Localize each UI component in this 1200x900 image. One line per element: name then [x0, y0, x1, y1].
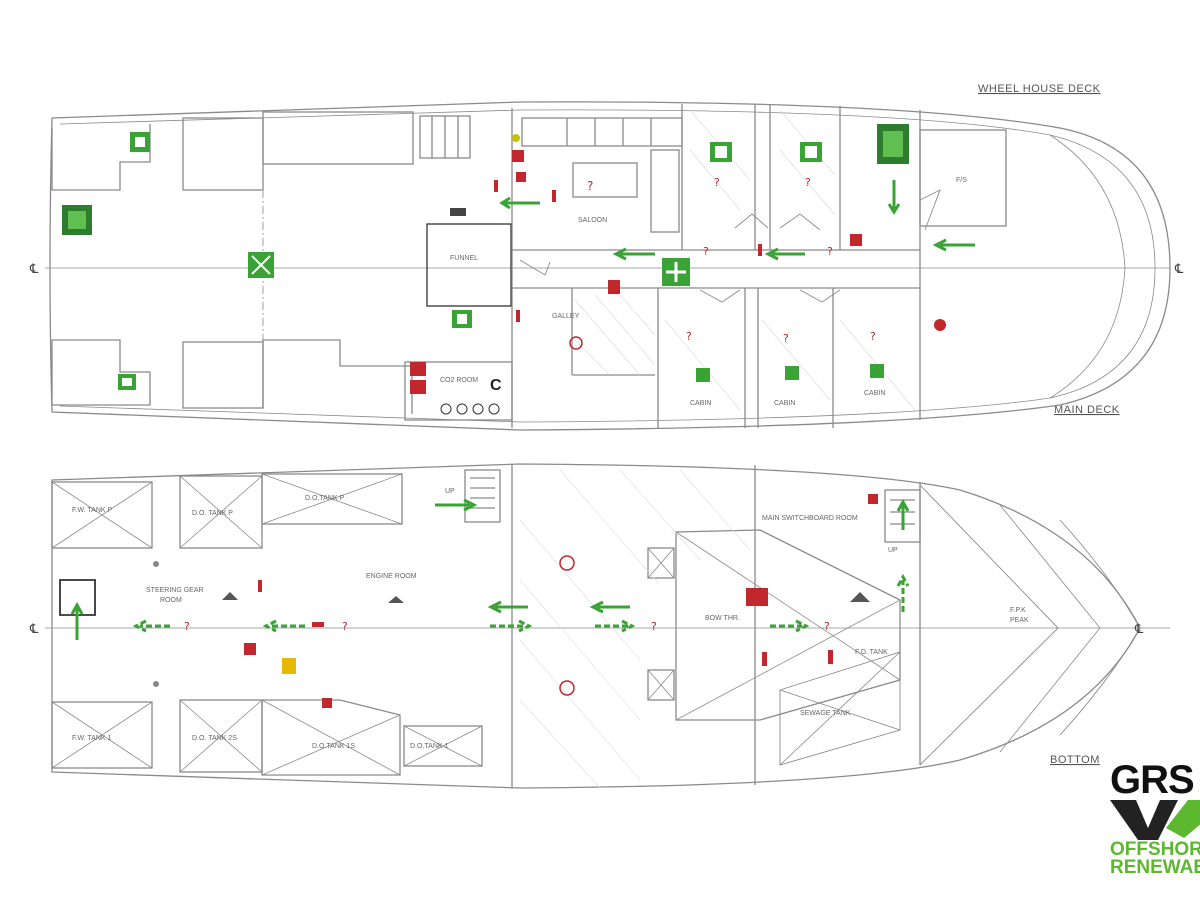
- svg-text:?: ?: [184, 620, 190, 633]
- up-label-1: UP: [445, 488, 455, 495]
- svg-text:?: ?: [651, 620, 657, 633]
- logo-line-3: RENEWABLES: [1110, 857, 1200, 878]
- svg-text:?: ?: [342, 620, 348, 633]
- saloon-label: SALOON: [578, 217, 607, 224]
- do-tank-s-label: D.O. TANK 2S: [192, 735, 237, 742]
- main-deck-hull-outline: [49, 101, 1171, 431]
- cabin-label-1: CABIN: [690, 400, 711, 407]
- funnel-label: FUNNEL: [450, 255, 478, 262]
- svg-text:?: ?: [714, 176, 720, 189]
- steering-gear-room-label-2: ROOM: [160, 597, 182, 604]
- wheel-house-deck-label: WHEEL HOUSE DECK: [978, 83, 1101, 95]
- do-tank-s2-label: D.O.TANK 1S: [312, 743, 355, 750]
- escape-arrow-icon: [70, 601, 84, 640]
- main-switchboard-room-label: MAIN SWITCHBOARD ROOM: [762, 515, 858, 522]
- svg-text:?: ?: [870, 330, 876, 343]
- escape-arrow-icon: [499, 196, 540, 210]
- fire-extinguisher-icon: [552, 190, 556, 202]
- co2-room-label: CO2 ROOM: [440, 377, 478, 384]
- cabin-label-3: CABIN: [864, 390, 885, 397]
- fw-tank-p-label: F.W. TANK P: [72, 507, 113, 514]
- do-tank-p-upper-label: D.O.TANK P: [305, 495, 344, 502]
- steering-gear-room-label: STEERING GEAR: [146, 587, 204, 594]
- fire-extinguisher-icon: [258, 580, 262, 592]
- main-deck-safety-icons: ? ? ? ? ? ? ? ?: [62, 124, 975, 415]
- question-mark-icon: ?: [587, 179, 593, 193]
- up-label-2: UP: [888, 547, 898, 554]
- steering-gear-shape: [59, 579, 96, 616]
- bottom-deck-label: BOTTOM: [1050, 754, 1100, 766]
- bow-thruster-label: BOW THR.: [705, 615, 740, 622]
- svg-text:?: ?: [783, 332, 789, 345]
- fpk-label: F.P.K: [1010, 607, 1026, 614]
- svg-text:?: ?: [805, 176, 811, 189]
- cabin-label-2: CABIN: [774, 400, 795, 407]
- bottom-hatching: [519, 469, 751, 789]
- bottom-plan: [45, 463, 1170, 789]
- logo-brand: GRS: [1110, 758, 1195, 802]
- centerline-symbol-bottom-left: ℄: [29, 622, 39, 637]
- centerline-symbol-main-right: ℄: [1174, 262, 1184, 277]
- logo-mark-icon: [1110, 800, 1200, 840]
- svg-text:?: ?: [686, 330, 692, 343]
- lifebuoy-icon: [559, 555, 575, 571]
- fw-tank-s-label: F.W. TANK 1: [72, 735, 112, 742]
- svg-text:?: ?: [824, 620, 830, 633]
- main-deck-label: MAIN DECK: [1054, 404, 1120, 416]
- grs-logo: GRS OFFSHORE RENEWABLES: [1098, 758, 1200, 900]
- main-deck-plan: [45, 101, 1171, 431]
- eeb-icon: [934, 319, 946, 331]
- centerline-symbol-main-left: ℄: [29, 262, 39, 277]
- fpk-label-2: PEAK: [1010, 617, 1029, 624]
- funnel: [426, 223, 512, 307]
- co2-c-label: C: [490, 377, 502, 394]
- sewage-tank-label: SEWAGE TANK: [800, 710, 851, 717]
- do-tank-s3-label: D.O.TANK 1: [410, 743, 448, 750]
- centerline-symbol-bottom-right: ℄: [1134, 622, 1144, 637]
- bottom-safety-icons: ? ? ? ?: [70, 494, 910, 708]
- svg-text:?: ?: [703, 245, 709, 258]
- fo-tank-label: F.O. TANK: [855, 649, 888, 656]
- fs-label: F/S: [956, 177, 967, 184]
- do-tank-p-label: D.O. TANK P: [192, 510, 233, 517]
- lifebuoy-icon: [569, 336, 583, 350]
- svg-text:?: ?: [827, 245, 833, 258]
- galley-label: GALLEY: [552, 313, 580, 320]
- logo-line-2: OFFSHORE: [1110, 839, 1200, 860]
- engine-room-label: ENGINE ROOM: [366, 573, 417, 580]
